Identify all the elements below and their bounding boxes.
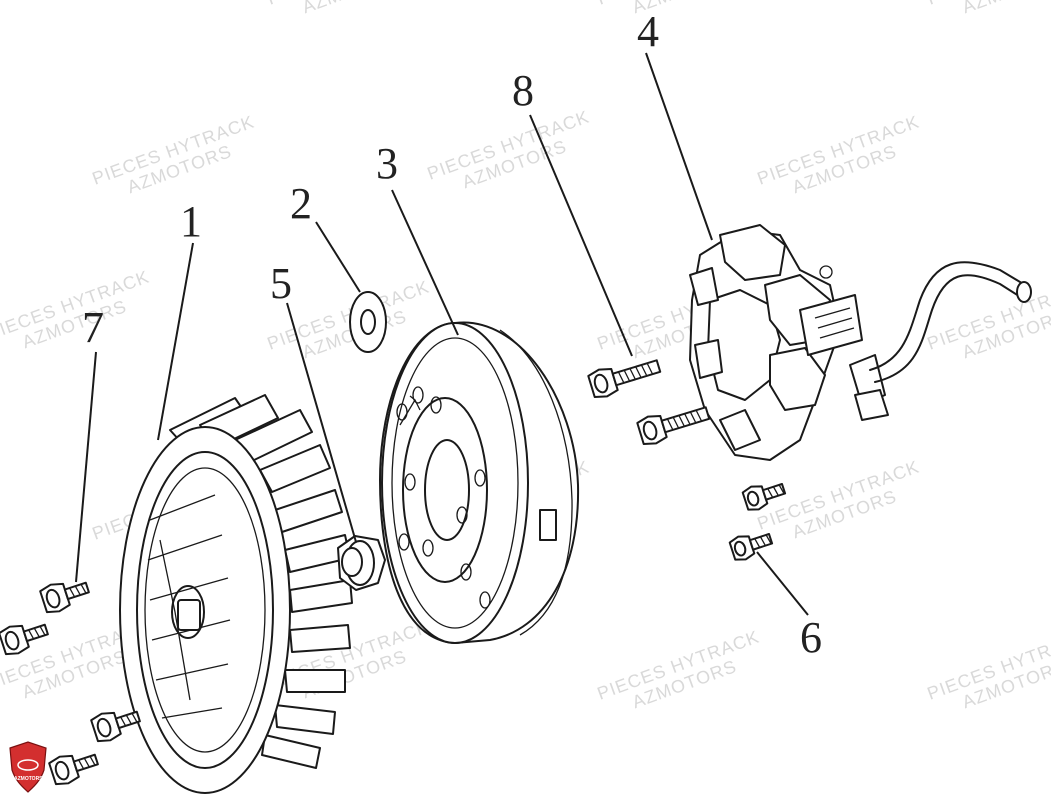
logo-text: AZMOTORS [14, 776, 43, 782]
leader-lines [75, 52, 809, 616]
callout-7: 7 [82, 303, 104, 352]
watermark-line-2: AZMOTORS [960, 0, 1051, 17]
callout-4: 4 [637, 7, 659, 56]
watermark-line-2: AZMOTORS [300, 0, 410, 17]
part-6-bolts [728, 482, 787, 561]
callout-8: 8 [512, 66, 534, 115]
part-2-washer [349, 291, 387, 353]
callout-1: 1 [180, 197, 202, 246]
part-3-flywheel-rotor [379, 321, 580, 644]
part-8-bolts [587, 359, 711, 446]
part-4-stator-coil [689, 224, 1032, 461]
callouts: 1 2 3 4 5 6 7 8 [82, 7, 822, 662]
azmotors-logo: AZMOTORS [9, 741, 47, 793]
part-1-cooling-fan [119, 394, 353, 794]
callout-5: 5 [270, 259, 292, 308]
part-5-flange-nut [337, 535, 386, 591]
callout-3: 3 [376, 139, 398, 188]
callout-6: 6 [800, 613, 822, 662]
callout-2: 2 [290, 179, 312, 228]
part-7-bolts [0, 581, 141, 786]
